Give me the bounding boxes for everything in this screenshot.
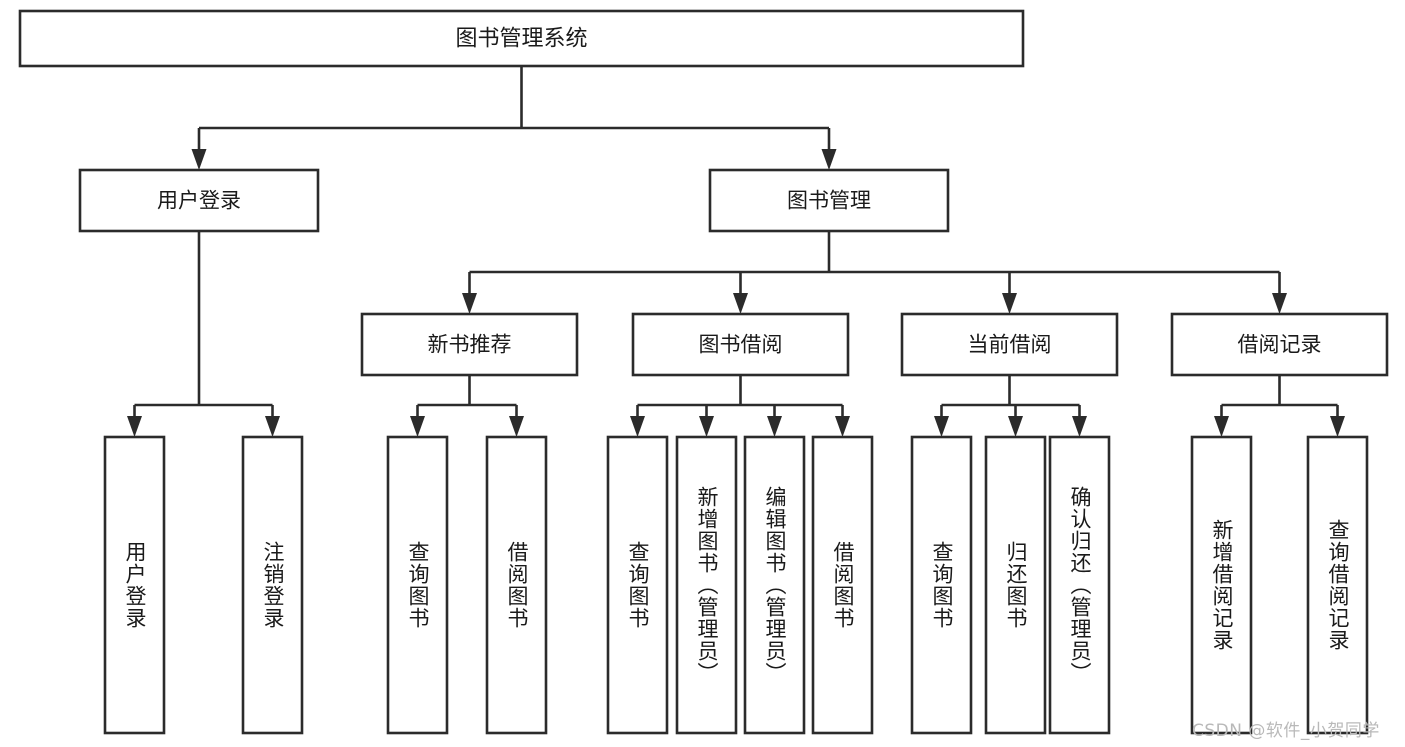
level3-node-borrow-record[interactable]: 借阅记录 <box>1170 312 1389 377</box>
level3-node-current-borrow[interactable]: 当前借阅 <box>900 312 1119 377</box>
level2-node-user-login-label: 用户登录 <box>157 189 241 213</box>
leaf-node-leaf-confirm-return[interactable] <box>1048 435 1111 735</box>
arrow-head-icon <box>1002 293 1017 314</box>
level2-node-book-manage-label: 图书管理 <box>787 189 871 213</box>
leaf-node-leaf-query-book-1[interactable] <box>386 435 449 735</box>
level2-node-user-login-rect[interactable] <box>78 168 320 233</box>
leaf-node-leaf-borrow-book-1[interactable] <box>485 435 548 735</box>
leaf-node-leaf-add-record-rect[interactable] <box>1190 435 1253 735</box>
level3-node-book-borrow[interactable]: 图书借阅 <box>631 312 850 377</box>
arrow-head-icon <box>1272 293 1287 314</box>
arrow-head-icon <box>191 149 207 170</box>
leaf-node-leaf-add-book[interactable] <box>675 435 738 735</box>
arrow-head-icon <box>1072 416 1087 437</box>
arrow-head-icon <box>1214 416 1229 437</box>
arrow-head-icon <box>767 416 782 437</box>
leaf-node-leaf-return-book-rect[interactable] <box>984 435 1047 735</box>
arrow-head-icon <box>699 416 714 437</box>
csdn-watermark: CSDN @软件_小贺同学 <box>1192 721 1380 741</box>
level3-node-book-borrow-rect[interactable] <box>631 312 850 377</box>
root-node-root[interactable]: 图书管理系统 <box>18 9 1025 68</box>
leaf-node-leaf-borrow-book-1-rect[interactable] <box>485 435 548 735</box>
arrow-head-icon <box>934 416 949 437</box>
leaf-node-leaf-borrow-book-2-rect[interactable] <box>811 435 874 735</box>
leaf-node-leaf-return-book[interactable] <box>984 435 1047 735</box>
leaf-node-leaf-query-book-3[interactable] <box>910 435 973 735</box>
level3-node-new-book-rec[interactable]: 新书推荐 <box>360 312 579 377</box>
leaf-node-leaf-add-book-rect[interactable] <box>675 435 738 735</box>
leaf-node-leaf-query-record-rect[interactable] <box>1306 435 1369 735</box>
leaf-node-leaf-user-login[interactable] <box>103 435 166 735</box>
leaf-node-leaf-user-logout[interactable] <box>241 435 304 735</box>
leaf-node-leaf-query-book-1-rect[interactable] <box>386 435 449 735</box>
arrow-head-icon <box>509 416 524 437</box>
leaf-node-leaf-query-book-2-rect[interactable] <box>606 435 669 735</box>
arrow-head-icon <box>1008 416 1023 437</box>
arrow-head-icon <box>835 416 850 437</box>
level3-node-borrow-record-label: 借阅记录 <box>1238 333 1322 357</box>
leaf-node-leaf-add-record[interactable] <box>1190 435 1253 735</box>
level3-node-borrow-record-rect[interactable] <box>1170 312 1389 377</box>
leaf-node-leaf-edit-book[interactable] <box>743 435 806 735</box>
leaf-node-leaf-user-logout-rect[interactable] <box>241 435 304 735</box>
arrow-head-icon <box>733 293 748 314</box>
leaf-node-leaf-query-book-2[interactable] <box>606 435 669 735</box>
leaf-node-leaf-user-login-rect[interactable] <box>103 435 166 735</box>
arrow-head-icon <box>410 416 425 437</box>
level2-node-book-manage[interactable]: 图书管理 <box>708 168 950 233</box>
arrow-head-icon <box>1330 416 1345 437</box>
root-node-root-rect[interactable] <box>18 9 1025 68</box>
leaf-node-leaf-edit-book-rect[interactable] <box>743 435 806 735</box>
level3-node-current-borrow-rect[interactable] <box>900 312 1119 377</box>
level3-node-new-book-rec-rect[interactable] <box>360 312 579 377</box>
leaf-node-leaf-query-book-3-rect[interactable] <box>910 435 973 735</box>
arrow-head-icon <box>462 293 477 314</box>
root-node-root-label: 图书管理系统 <box>455 27 587 52</box>
level3-node-current-borrow-label: 当前借阅 <box>968 333 1052 357</box>
leaf-node-leaf-confirm-return-rect[interactable] <box>1048 435 1111 735</box>
leaf-node-leaf-query-record[interactable] <box>1306 435 1369 735</box>
level3-node-new-book-rec-label: 新书推荐 <box>428 333 512 357</box>
level2-node-book-manage-rect[interactable] <box>708 168 950 233</box>
connectors-layer <box>127 66 1345 437</box>
leaf-node-leaf-borrow-book-2[interactable] <box>811 435 874 735</box>
arrow-head-icon <box>630 416 645 437</box>
level2-node-user-login[interactable]: 用户登录 <box>78 168 320 233</box>
arrow-head-icon <box>821 149 837 170</box>
level3-node-book-borrow-label: 图书借阅 <box>699 333 783 357</box>
arrow-head-icon <box>265 416 280 437</box>
arrow-head-icon <box>127 416 142 437</box>
